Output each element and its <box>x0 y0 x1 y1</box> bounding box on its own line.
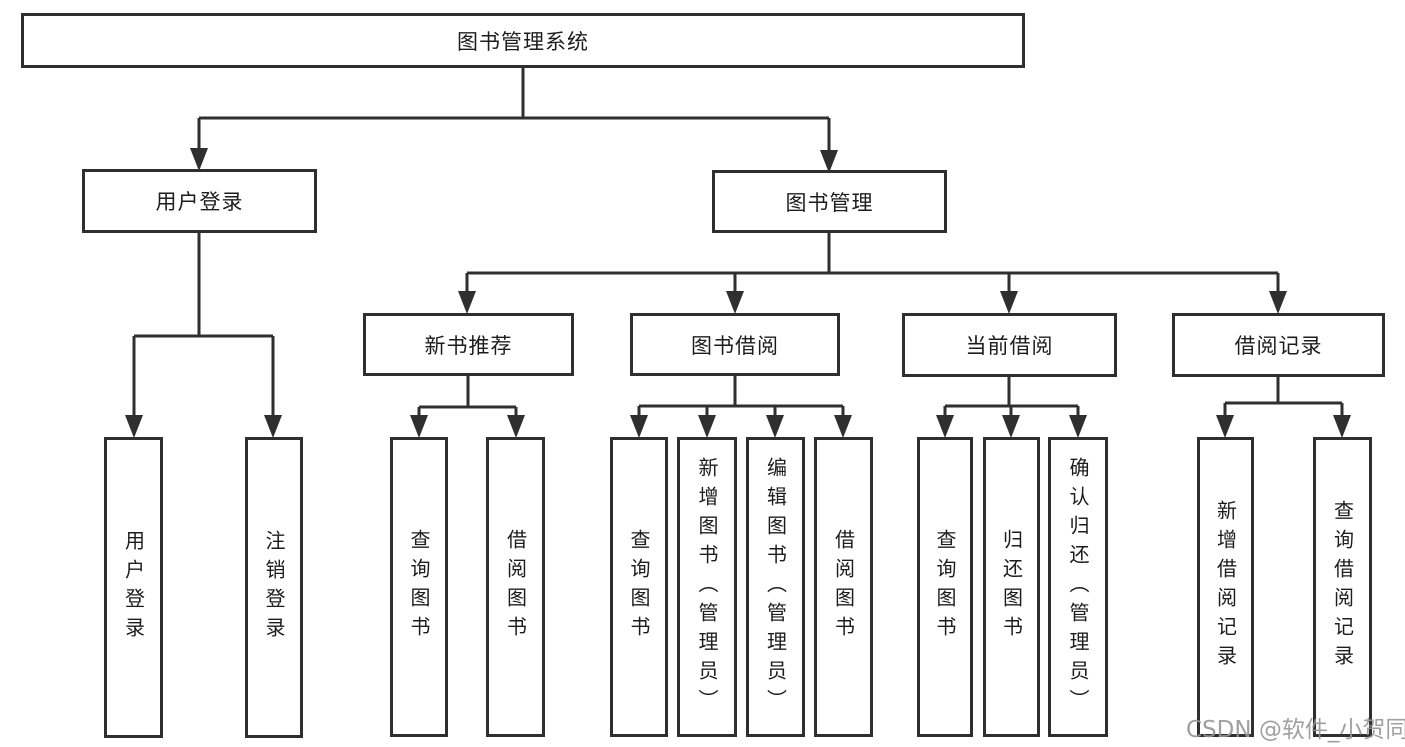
node-label: 编辑图书（管理员） <box>763 456 788 718</box>
node-label: 借阅图书 <box>503 529 528 645</box>
node-label: 当前借阅 <box>965 334 1054 358</box>
leaf-user-login: 用户登录 <box>104 437 163 738</box>
node-label: 注销登录 <box>262 529 286 646</box>
node-label: 用户登录 <box>155 190 244 214</box>
node-label: 查询图书 <box>407 529 431 645</box>
connector-root-branch <box>197 67 831 152</box>
node-current-borrowing: 当前借阅 <box>902 313 1117 377</box>
node-library-management-system: 图书管理系统 <box>21 13 1025 68</box>
node-label: 新增借阅记录 <box>1213 500 1238 674</box>
node-book-management: 图书管理 <box>712 170 947 233</box>
leaf-borrow-books-borrow: 借阅图书 <box>814 437 873 737</box>
node-label: 图书借阅 <box>691 333 779 358</box>
arrowheads <box>125 148 1351 438</box>
node-label: 查询图书 <box>627 529 651 645</box>
node-new-book-recommendation: 新书推荐 <box>363 313 574 376</box>
connector-recommend-children <box>417 376 518 416</box>
connector-borrowing-children <box>637 376 845 416</box>
leaf-add-borrow-record: 新增借阅记录 <box>1197 437 1254 737</box>
connector-book-management-children <box>465 233 1280 292</box>
node-book-borrowing: 图书借阅 <box>630 313 840 376</box>
node-label: 新增图书（管理员） <box>695 456 719 718</box>
leaf-edit-books-admin: 编辑图书（管理员） <box>746 437 805 737</box>
node-label: 图书管理 <box>785 190 874 215</box>
leaf-query-books-borrow: 查询图书 <box>610 437 668 737</box>
leaf-query-books-recommend: 查询图书 <box>390 437 448 737</box>
watermark-text: CSDN @软件_小贺同学 <box>1186 717 1405 743</box>
leaf-add-books-admin: 新增图书（管理员） <box>677 437 737 737</box>
leaf-logout-login: 注销登录 <box>245 437 303 738</box>
node-borrowing-records: 借阅记录 <box>1172 313 1385 377</box>
node-label: 用户登录 <box>121 529 146 646</box>
node-label: 查询图书 <box>933 529 957 645</box>
node-label: 查询借阅记录 <box>1330 500 1355 674</box>
connector-user-login-children <box>132 233 275 416</box>
node-label: 图书管理系统 <box>457 29 589 54</box>
leaf-return-books: 归还图书 <box>983 437 1040 737</box>
node-label: 借阅记录 <box>1234 334 1323 358</box>
leaf-confirm-return-admin: 确认归还（管理员） <box>1048 437 1108 737</box>
node-label: 确认归还（管理员） <box>1066 456 1090 718</box>
leaf-query-books-current: 查询图书 <box>917 437 973 737</box>
leaf-query-borrow-record: 查询借阅记录 <box>1313 437 1372 737</box>
node-label: 新书推荐 <box>424 333 513 358</box>
connector-records-children <box>1223 377 1344 416</box>
node-label: 借阅图书 <box>831 529 856 645</box>
node-label: 归还图书 <box>999 529 1024 645</box>
node-user-login: 用户登录 <box>82 169 317 233</box>
leaf-borrow-books-recommend: 借阅图书 <box>486 437 545 737</box>
connector-current-children <box>943 377 1080 416</box>
